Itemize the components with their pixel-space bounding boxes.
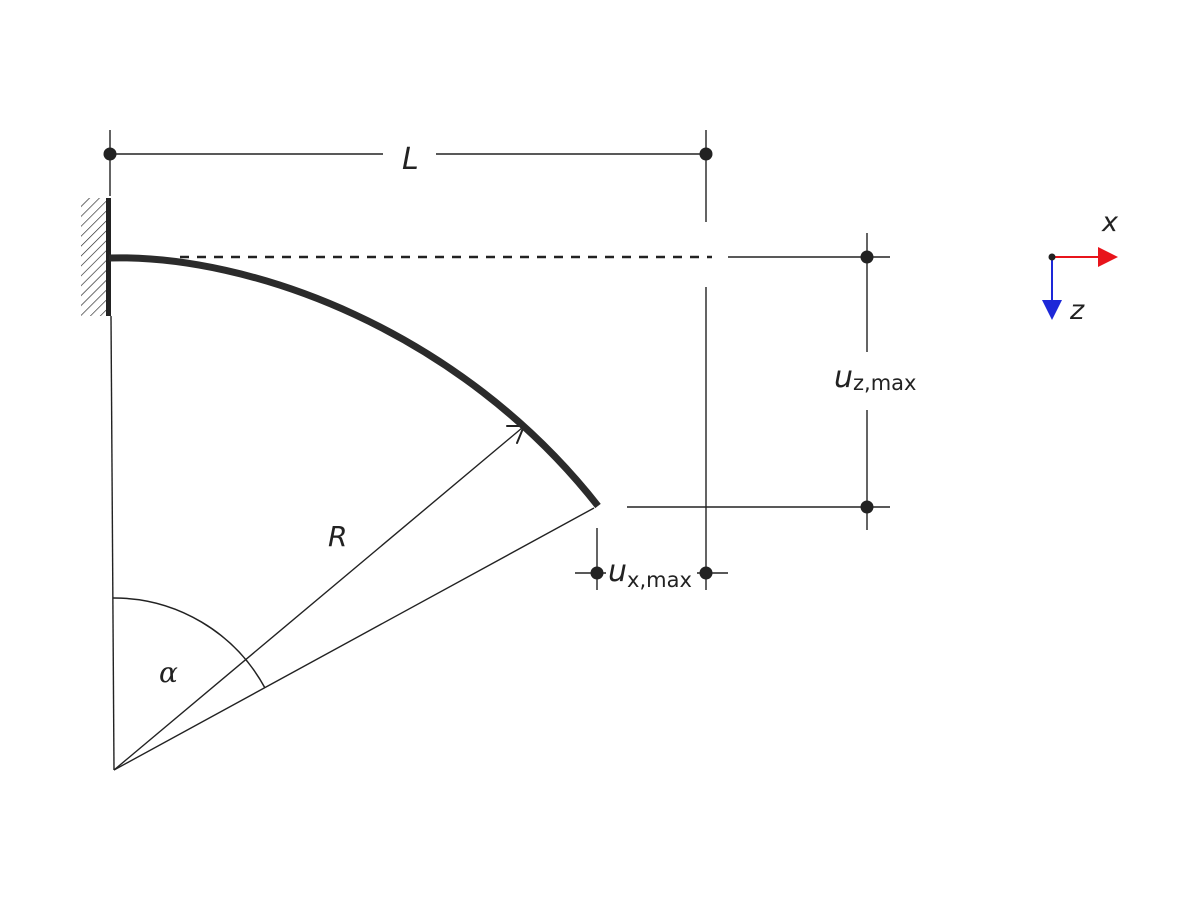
x-axis-label: x: [1101, 207, 1119, 238]
uz-max-main: u: [834, 360, 853, 395]
origin-dot: [1048, 253, 1056, 261]
deformed-beam: [108, 254, 601, 509]
ux-max-main: u: [608, 554, 627, 589]
radius-arrow-line: [113, 427, 523, 771]
dim-ux-dot-right: [699, 566, 713, 580]
ux-max-label: ux,max: [608, 554, 692, 592]
dimension-uz-max: [627, 233, 890, 530]
coordinate-system: x z: [1042, 207, 1119, 326]
dim-uz-dot-bottom: [860, 500, 874, 514]
dimension-l: [103, 130, 713, 590]
dim-ux-dot-left: [590, 566, 604, 580]
angle-label: α: [159, 656, 178, 689]
z-axis-label: z: [1069, 295, 1085, 326]
fixed-support: [81, 198, 111, 316]
end-radius-line: [113, 507, 595, 771]
radius-label: R: [328, 520, 347, 553]
construction-lines: [110, 315, 595, 771]
length-label: L: [402, 142, 419, 177]
uz-max-subscript: z,max: [853, 371, 916, 395]
z-axis-arrow-head: [1042, 300, 1062, 320]
angle-arc: [113, 597, 266, 689]
dim-l-dot-left: [103, 147, 117, 161]
support-hatching: [81, 198, 108, 316]
vertical-axis-line: [110, 315, 115, 771]
dim-uz-dot-top: [860, 250, 874, 264]
x-axis-arrow-head: [1098, 247, 1118, 267]
dimension-ux-max: [575, 528, 728, 590]
uz-max-label: uz,max: [834, 360, 916, 395]
ux-max-subscript: x,max: [627, 568, 692, 592]
dim-l-dot-right: [699, 147, 713, 161]
